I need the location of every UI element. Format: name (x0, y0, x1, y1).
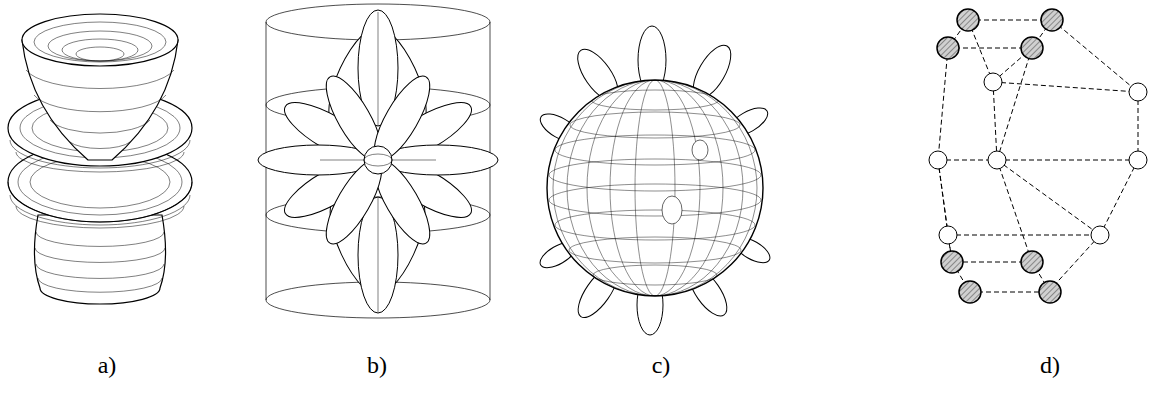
panel-label: d) (1040, 352, 1060, 379)
atoms-d (929, 9, 1147, 303)
panel-label: b) (367, 352, 387, 379)
lobes-b (258, 4, 498, 318)
polyhedron-d (938, 20, 1138, 292)
panel-label: a) (98, 352, 117, 379)
panel-label: c) (652, 352, 671, 379)
sphere-c (536, 26, 774, 335)
surface-a (8, 14, 192, 304)
